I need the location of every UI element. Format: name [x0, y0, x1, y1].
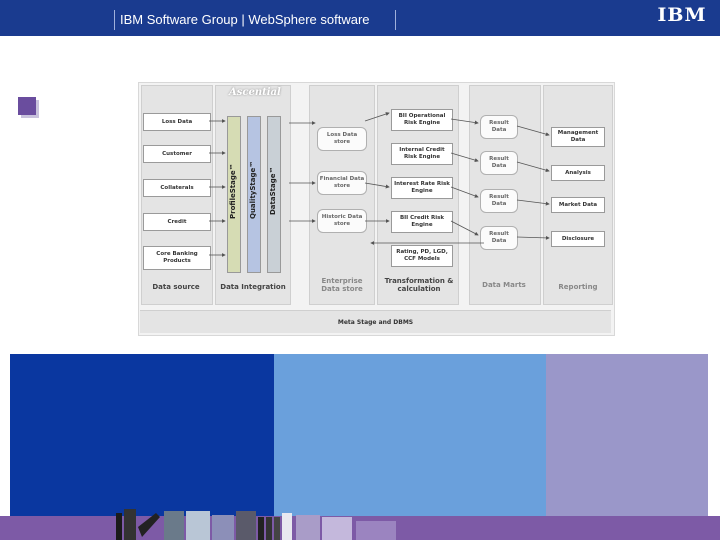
footer-image-strip: [116, 507, 406, 540]
engine-internal-credit: Internal Credit Risk Engine: [391, 143, 453, 165]
architecture-diagram: Loss Data Customer Collaterals Credit Co…: [138, 82, 615, 336]
report-market-data: Market Data: [551, 197, 605, 213]
source-collaterals: Collaterals: [143, 179, 211, 197]
reporting-column: [543, 85, 613, 305]
ascential-logo: Ascential: [229, 87, 281, 98]
header-title: IBM Software Group | WebSphere software: [120, 12, 370, 27]
header-divider: [395, 10, 396, 30]
header-divider: [114, 10, 115, 30]
flow-arrows: [209, 112, 550, 257]
transformation-label: Transformation & calculation: [384, 277, 454, 293]
result-data-4: Result Data: [480, 226, 518, 250]
ibm-logo: IBM: [656, 4, 708, 28]
profilestage-bar: [227, 116, 241, 273]
report-disclosure: Disclosure: [551, 231, 605, 247]
ibm-logo-text: IBM: [657, 4, 707, 26]
source-customer: Customer: [143, 145, 211, 163]
data-marts-label: Data Marts: [482, 281, 526, 289]
decorative-photo-strip: [116, 509, 396, 540]
bullet-icon: [18, 97, 36, 115]
meta-stage-bar: Meta Stage and DBMS: [140, 310, 611, 333]
result-data-2: Result Data: [480, 151, 518, 175]
source-credit: Credit: [143, 213, 211, 231]
datastage-bar: [267, 116, 281, 273]
enterprise-label: Enterprise Data store: [321, 277, 363, 293]
dark-blue-block: [10, 354, 274, 516]
header-bar: IBM Software Group | WebSphere software …: [0, 0, 720, 36]
historic-data-store: Historic Data store: [317, 209, 367, 233]
data-source-label: Data source: [152, 283, 200, 291]
source-core-banking: Core Banking Products: [143, 246, 211, 270]
engine-bii-operational: BII Operational Risk Engine: [391, 109, 453, 131]
result-data-3: Result Data: [480, 189, 518, 213]
report-management-data: Management Data: [551, 127, 605, 147]
report-analysis: Analysis: [551, 165, 605, 181]
enterprise-column: [309, 85, 375, 305]
lavender-block: [546, 354, 708, 516]
reporting-label: Reporting: [558, 283, 598, 291]
financial-data-store: Financial Data store: [317, 171, 367, 195]
source-loss-data: Loss Data: [143, 113, 211, 131]
result-data-1: Result Data: [480, 115, 518, 139]
loss-data-store: Loss Data store: [317, 127, 367, 151]
engine-interest-rate: Interest Rate Risk Engine: [391, 177, 453, 199]
light-blue-block: [274, 354, 546, 516]
data-integration-label: Data Integration: [220, 283, 286, 291]
rating-models: Rating, PD, LGD, CCF Models: [391, 245, 453, 267]
qualitystage-bar: [247, 116, 261, 273]
